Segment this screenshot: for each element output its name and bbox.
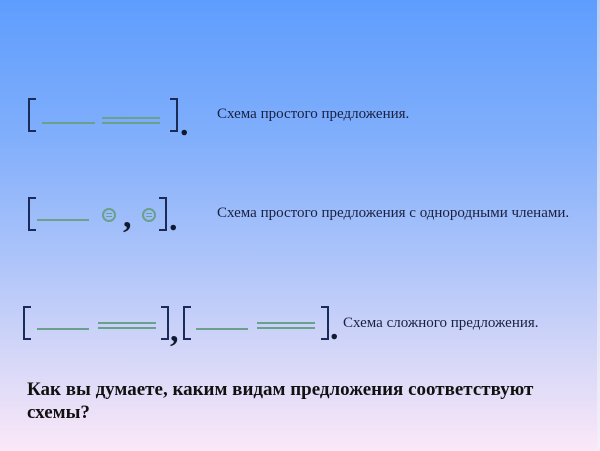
period: .: [330, 310, 339, 347]
period: .: [180, 106, 189, 143]
predicate-double-line: [257, 322, 315, 329]
scheme-simple-label: Схема простого предложения.: [217, 106, 410, 122]
close-bracket: [159, 197, 167, 231]
homogeneous-predicate-circle-icon: [102, 208, 116, 222]
close-bracket: [321, 306, 329, 340]
comma: ,: [170, 312, 179, 349]
open-bracket: [28, 197, 36, 231]
open-bracket: [183, 306, 191, 340]
predicate-double-line: [102, 117, 160, 124]
subject-line: [42, 122, 95, 124]
period: .: [169, 201, 178, 238]
question-text: Как вы думаете, каким видам предложения …: [27, 379, 534, 423]
scheme-homogeneous-label: Схема простого предложения с однородными…: [217, 205, 570, 221]
right-edge-strip: [597, 0, 600, 451]
close-bracket: [161, 306, 169, 340]
homogeneous-predicate-circle-icon: [142, 208, 156, 222]
predicate-double-line: [98, 322, 156, 329]
close-bracket: [170, 98, 178, 132]
open-bracket: [28, 98, 36, 132]
scheme-complex-label: Схема сложного предложения.: [343, 315, 539, 331]
subject-line: [37, 328, 89, 330]
comma: ,: [123, 198, 132, 235]
open-bracket: [23, 306, 31, 340]
subject-line: [37, 219, 89, 221]
subject-line: [196, 328, 248, 330]
